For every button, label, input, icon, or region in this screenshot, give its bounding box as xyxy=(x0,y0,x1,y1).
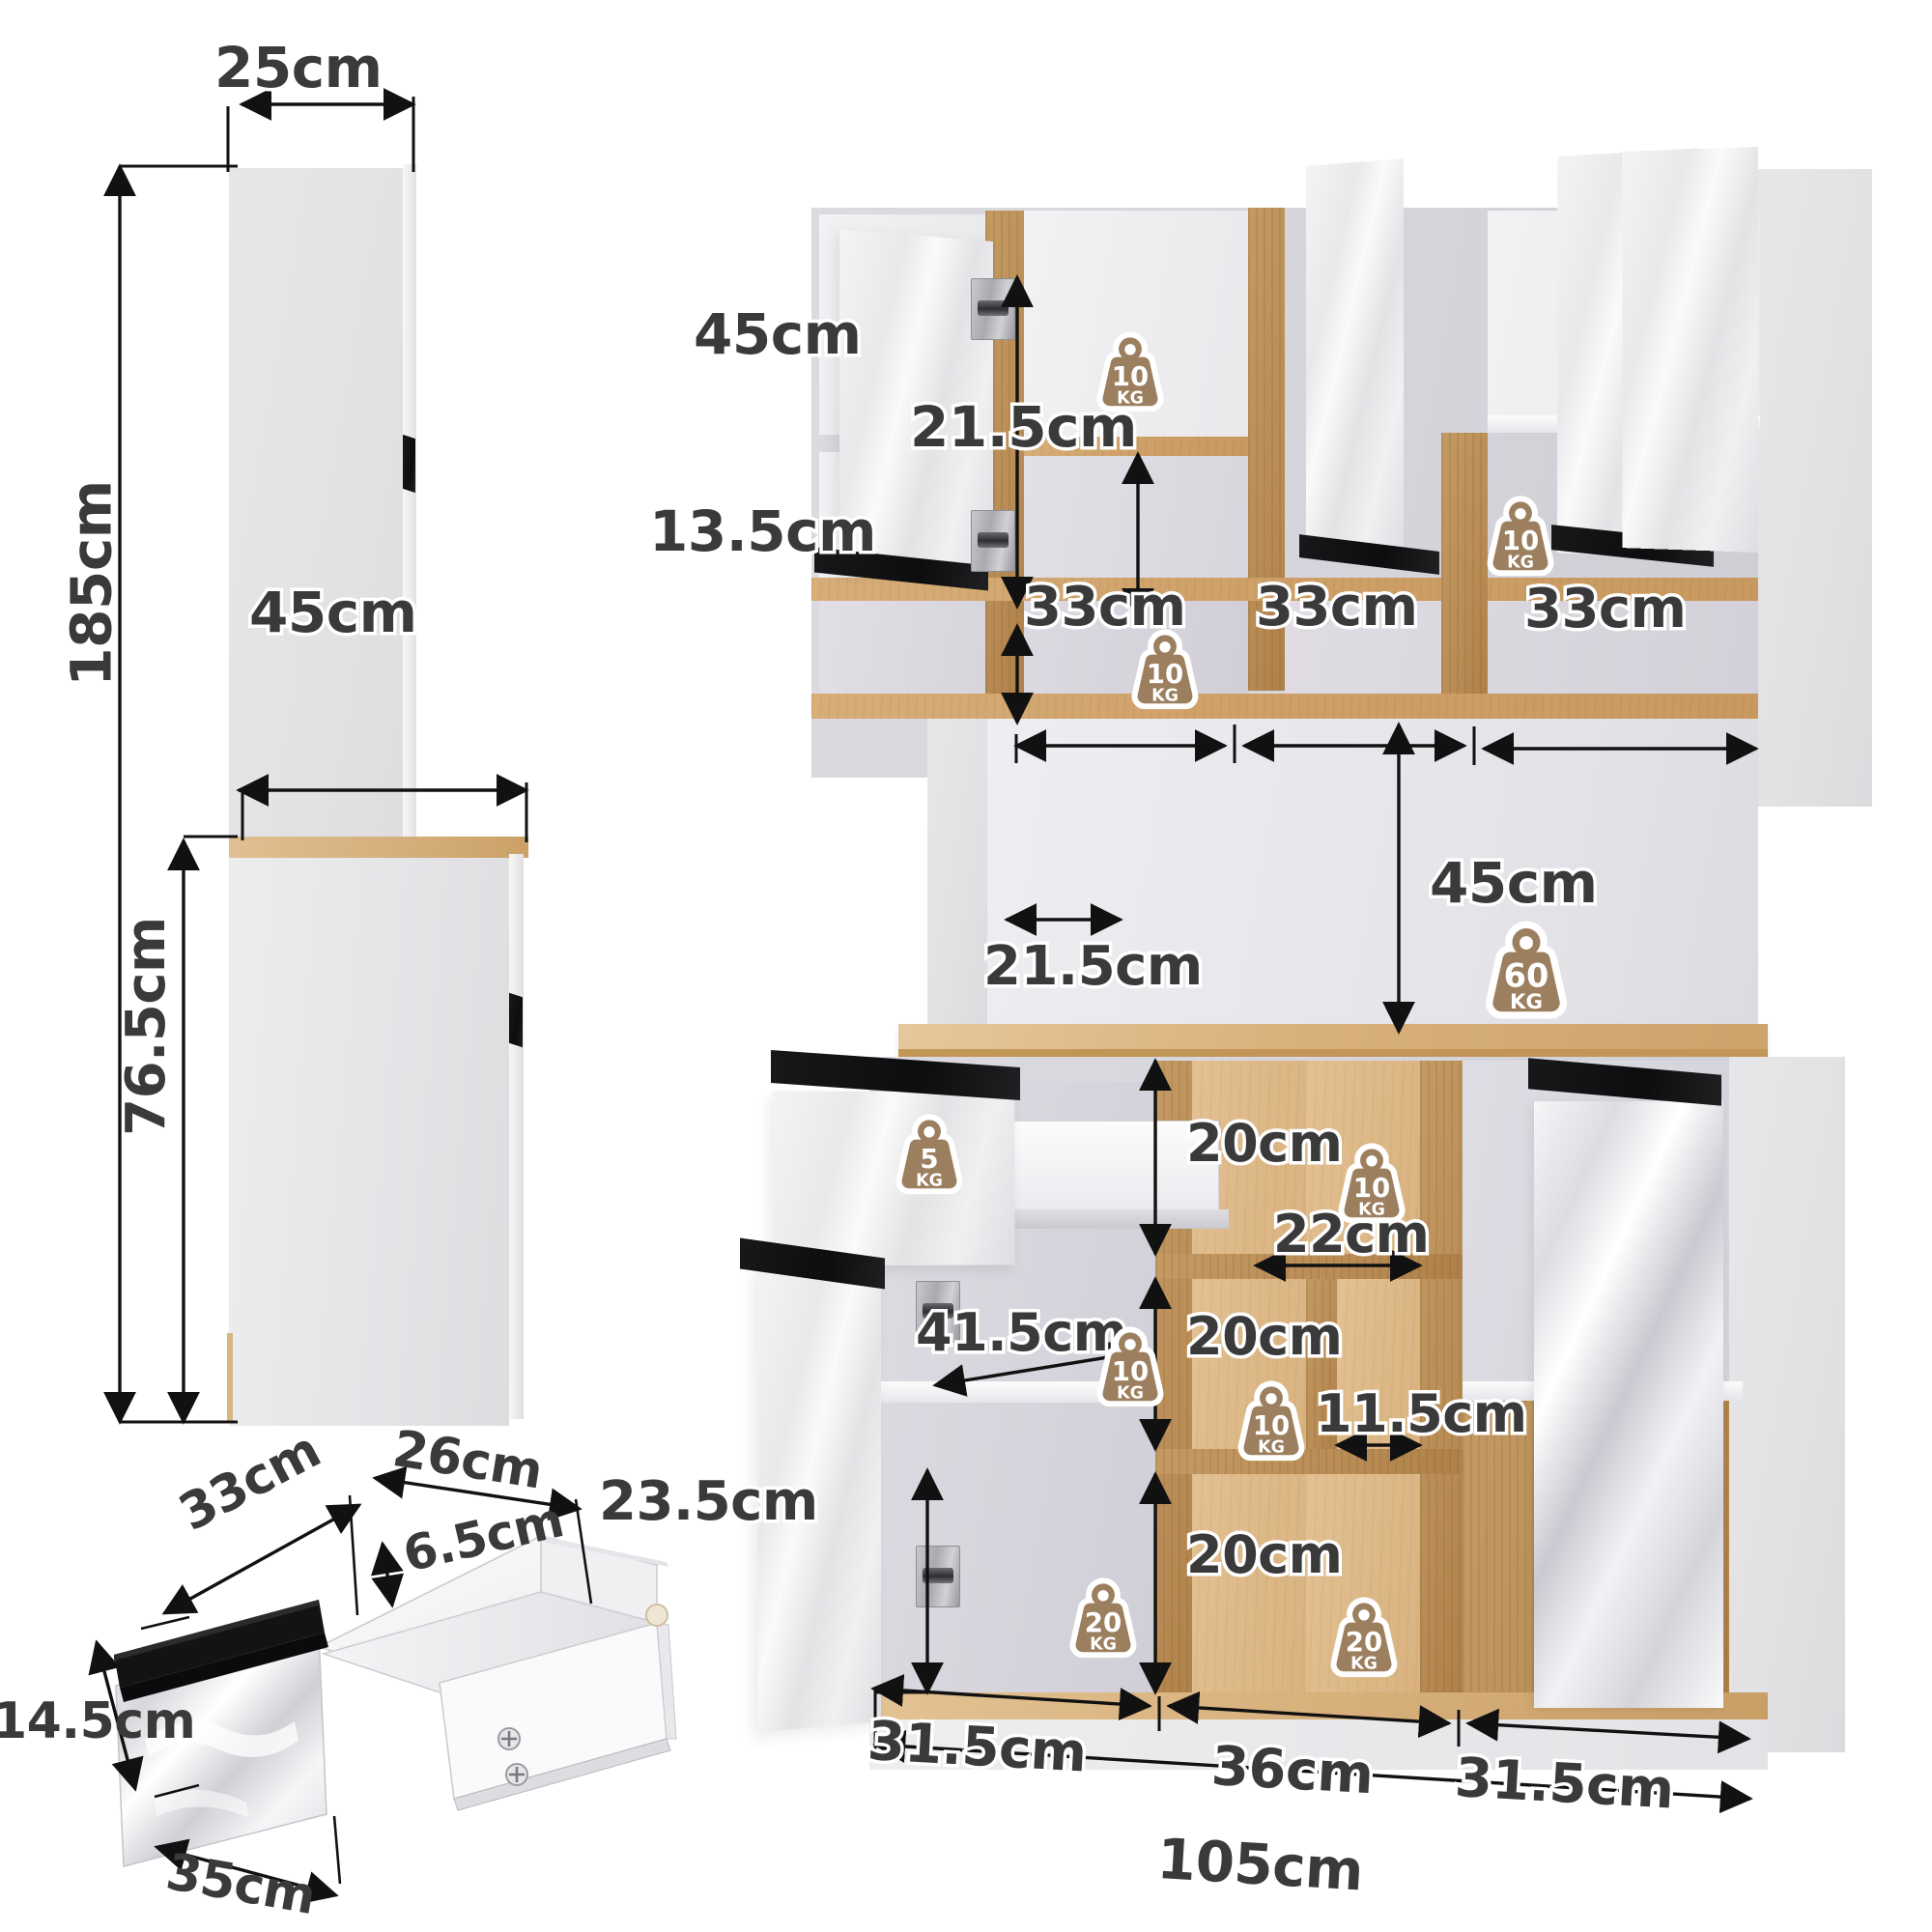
dim-cube-row-1: 20cm xyxy=(1182,1110,1346,1178)
load-badge-value: 5 xyxy=(920,1143,938,1175)
dim-upper-bay-right: 33cm xyxy=(1520,575,1690,644)
upper-mid-door[interactable] xyxy=(1306,158,1404,560)
load-badge-value: 10 xyxy=(1353,1172,1390,1204)
upper-left-door-hinge-bottom xyxy=(971,510,1015,572)
dim-depth-top: 25cm xyxy=(212,32,386,104)
cubby-divider-inner xyxy=(1306,1279,1337,1449)
load-badge-unit: KG xyxy=(1507,553,1534,572)
load-badge-unit: KG xyxy=(1510,990,1543,1014)
dim-base-depth: 45cm xyxy=(246,577,421,649)
load-badge-value: 20 xyxy=(1346,1626,1382,1658)
load-badge-unit: KG xyxy=(1151,686,1179,705)
dim-drawer-face-width: 35cm xyxy=(161,1843,321,1927)
dim-drawer-face-height: 14.5cm xyxy=(0,1692,196,1750)
middle-open-recess xyxy=(985,719,1758,1028)
lower-left-door-hinge-bottom xyxy=(916,1546,960,1607)
dim-cube-row-3: 20cm xyxy=(1182,1521,1346,1589)
upper-shelf-bottom xyxy=(811,694,1758,719)
load-badge-unit: KG xyxy=(1350,1654,1378,1673)
middle-left-side-panel xyxy=(927,719,987,1028)
load-badge-value: 10 xyxy=(1112,1355,1149,1387)
open-drawer-runner xyxy=(1005,1209,1229,1229)
dim-upper-bay-mid: 33cm xyxy=(1252,573,1421,642)
cubby-divider-right xyxy=(1420,1061,1463,1698)
load-badge-unit: KG xyxy=(1117,388,1144,408)
lower-right-door[interactable] xyxy=(1534,1101,1723,1708)
load-badge-worktop: 60 KG xyxy=(1472,920,1580,1028)
upper-far-right-door[interactable] xyxy=(1622,147,1758,553)
cubby-cell-bottom-left xyxy=(1192,1474,1306,1698)
side-view-base-edge xyxy=(509,854,524,1419)
dim-total-height: 185cm xyxy=(58,480,125,687)
upper-divider-2 xyxy=(1248,208,1285,691)
dim-lower-shelf-height: 23.5cm xyxy=(596,1467,822,1537)
load-badge-value: 10 xyxy=(1253,1409,1290,1441)
upper-bay-cube-lower-right xyxy=(1285,601,1758,694)
dim-lower-door-width: 41.5cm xyxy=(913,1299,1131,1367)
load-badge-upper-bottom-shelf: 10 KG xyxy=(1121,628,1209,717)
side-view-base-body xyxy=(229,858,509,1426)
load-badge-drawer: 5 KG xyxy=(885,1113,974,1202)
dim-drawer-inner: 6.5cm xyxy=(398,1492,569,1583)
lower-right-side-panel xyxy=(1729,1057,1845,1752)
side-view-worktop xyxy=(229,837,528,858)
dim-cube-row-2: 20cm xyxy=(1182,1303,1346,1371)
dim-base-height: 76.5cm xyxy=(114,917,178,1136)
load-badge-value: 10 xyxy=(1147,658,1183,690)
load-badge-upper-right-shelf: 10 KG xyxy=(1476,495,1565,583)
load-badge-value: 60 xyxy=(1504,956,1549,994)
dim-base-left-width: 31.5cm xyxy=(863,1706,1092,1788)
side-view-leg-edge xyxy=(227,1333,233,1422)
dim-base-right-width: 31.5cm xyxy=(1450,1743,1679,1825)
load-badge-value: 10 xyxy=(1112,360,1149,392)
load-badge-unit: KG xyxy=(916,1171,943,1190)
load-badge-value: 20 xyxy=(1085,1606,1122,1638)
load-badge-cube-mid: 10 KG xyxy=(1227,1379,1316,1468)
load-badge-unit: KG xyxy=(1117,1383,1144,1403)
load-badge-unit: KG xyxy=(1358,1200,1385,1219)
dim-drawer-length: 33cm xyxy=(170,1421,330,1543)
load-badge-unit: KG xyxy=(1090,1634,1117,1654)
dim-drawer-width: 26cm xyxy=(388,1420,547,1501)
load-badge-base-mid: 20 KG xyxy=(1320,1596,1408,1685)
cubby-cell-mid-right xyxy=(1337,1279,1420,1449)
dim-lower-shelf-gap: 13.5cm xyxy=(646,496,880,568)
dim-open-shelf-height: 45cm xyxy=(1427,847,1602,920)
side-view-base-handle xyxy=(509,992,523,1048)
upper-shelf-left-mid xyxy=(1024,437,1248,456)
upper-bay-mid-interior-lower xyxy=(1024,456,1248,578)
upper-divider-3 xyxy=(1441,433,1488,694)
load-badge-lower-left-shelf: 10 KG xyxy=(1086,1325,1175,1414)
load-badge-cube-upper-right: 10 KG xyxy=(1327,1142,1416,1231)
dim-open-shelf-depth: 21.5cm xyxy=(980,932,1207,1002)
dim-base-mid-width: 36cm xyxy=(1207,1731,1378,1809)
upper-right-side-panel xyxy=(1758,169,1872,807)
upper-bay-cube-lower-left xyxy=(819,601,985,694)
load-badge-base-left: 20 KG xyxy=(1059,1577,1148,1665)
dim-total-width: 105cm xyxy=(1154,1826,1366,1904)
upper-left-door-hinge-top xyxy=(971,278,1015,340)
load-badge-upper-left-shelf: 10 KG xyxy=(1086,330,1175,419)
load-badge-unit: KG xyxy=(1258,1437,1285,1457)
load-badge-value: 10 xyxy=(1502,525,1539,556)
side-view-upper-handle xyxy=(403,434,415,494)
dim-upper-door-height: 45cm xyxy=(691,298,866,371)
dim-cube-narrow-width: 11.5cm xyxy=(1313,1380,1531,1448)
